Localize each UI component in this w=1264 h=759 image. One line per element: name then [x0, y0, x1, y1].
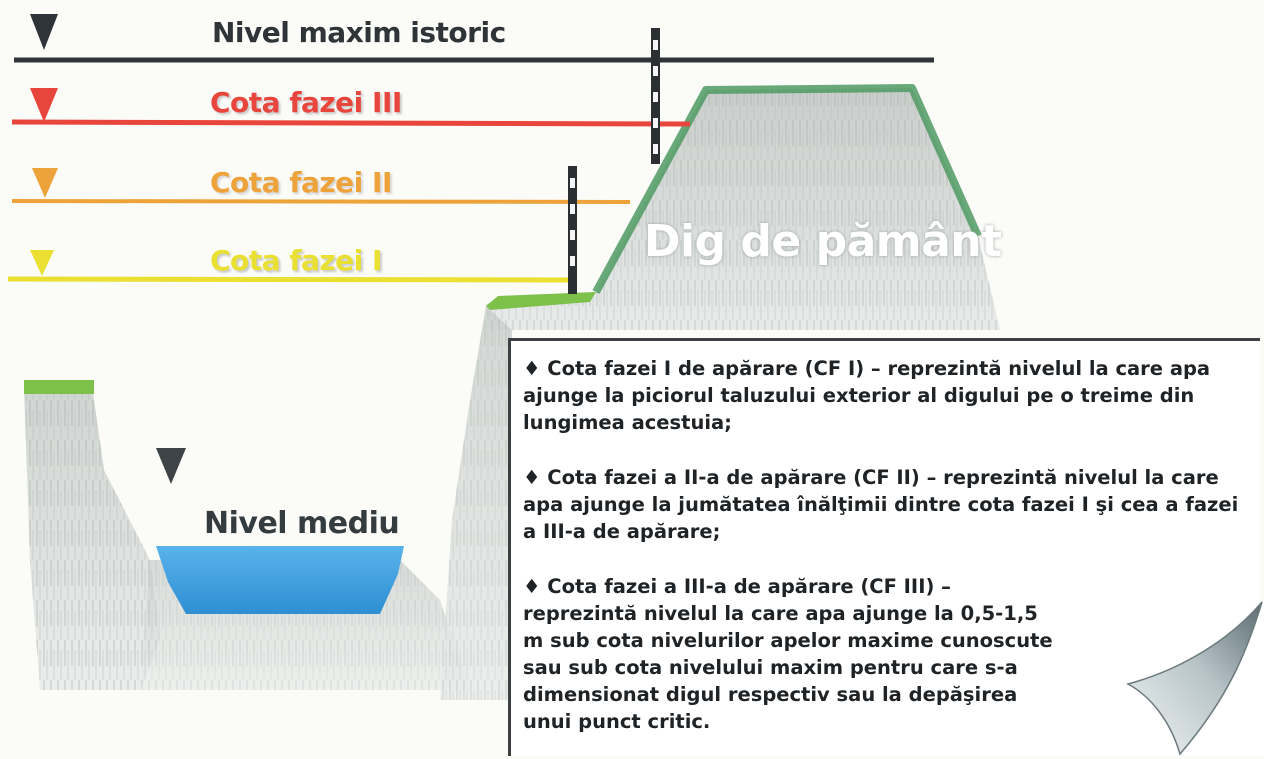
definition-phase-3: ♦ Cota fazei a III-a de apărare (CF III)…	[523, 575, 1053, 733]
phase-2-triangle-icon	[32, 168, 58, 198]
river-water	[156, 546, 404, 614]
page-curl-icon	[1125, 600, 1264, 756]
definition-phase-1: ♦ Cota fazei I de apărare (CF I) – repre…	[523, 357, 1211, 434]
label-phase-2-level: Cota fazei II	[210, 166, 392, 199]
phase-1-triangle-icon	[30, 250, 54, 276]
label-earth-dam: Dig de pământ	[644, 216, 1002, 267]
level-line-phase-3	[11, 119, 691, 127]
staff-gauge-lower	[568, 166, 577, 294]
level-line-phase-1	[7, 276, 571, 283]
definition-phase-2: ♦ Cota fazei a II-a de apărare (CF II) –…	[523, 466, 1239, 543]
label-phase-3-level: Cota fazei III	[210, 86, 402, 119]
phase-3-triangle-icon	[30, 88, 58, 122]
dam-foot-grass	[486, 292, 596, 310]
label-mean-level: Nivel mediu	[204, 506, 400, 541]
staff-gauge-upper	[651, 28, 660, 164]
level-line-phase-2	[11, 199, 631, 204]
historic-level-triangle-icon	[30, 14, 58, 50]
label-phase-1-level: Cota fazei I	[210, 244, 382, 277]
label-historic-maximum-level: Nivel maxim istoric	[212, 16, 506, 49]
left-bank-grass	[24, 380, 94, 394]
dam-outline	[592, 84, 982, 294]
mean-level-triangle-icon	[156, 448, 186, 484]
